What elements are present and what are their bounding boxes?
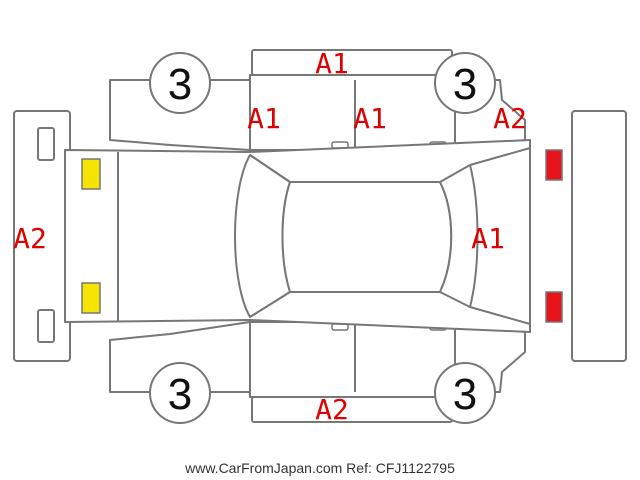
taillight-top xyxy=(545,149,563,181)
damage-rear-door-top: A1 xyxy=(353,102,387,135)
top-view-body xyxy=(64,139,531,333)
wheel-front-left: 3 xyxy=(149,52,211,114)
rear-bumper xyxy=(571,110,627,362)
footer-reference: www.CarFromJapan.com Ref: CFJ1122795 xyxy=(184,460,455,476)
wheel-rear-left: 3 xyxy=(434,52,496,114)
damage-front-bumper: A2 xyxy=(13,222,47,255)
damage-front-door-top: A1 xyxy=(247,102,281,135)
damage-roof-top: A1 xyxy=(315,47,349,80)
headlight-bottom xyxy=(81,282,101,314)
damage-rear-panel: A1 xyxy=(471,222,505,255)
headlight-top xyxy=(81,158,101,190)
wheel-front-right: 3 xyxy=(149,362,211,424)
wheel-rear-right-grade: 3 xyxy=(453,370,477,419)
wheel-rear-left-grade: 3 xyxy=(453,60,477,109)
damage-side-sill-bottom: A2 xyxy=(315,393,349,426)
bottom-sill-strip xyxy=(251,396,453,423)
wheel-rear-right: 3 xyxy=(434,362,496,424)
roof-strip xyxy=(251,49,453,76)
wheel-front-left-grade: 3 xyxy=(168,60,192,109)
taillight-bottom xyxy=(545,291,563,323)
damage-rear-quarter-top: A2 xyxy=(493,102,527,135)
wheel-front-right-grade: 3 xyxy=(168,370,192,419)
